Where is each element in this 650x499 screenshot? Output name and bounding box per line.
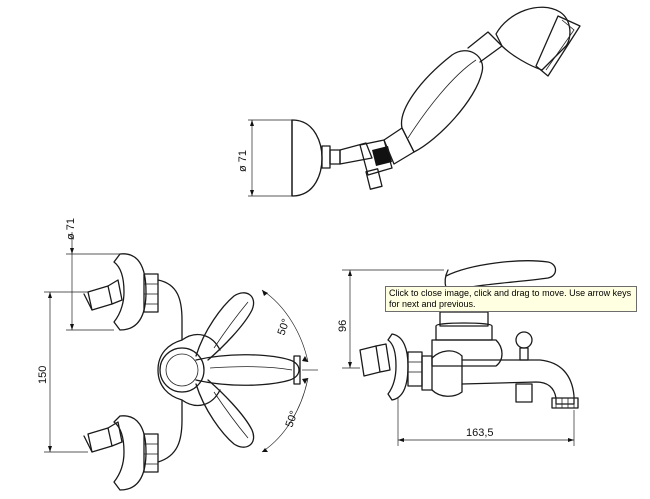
front-view-mixer (83, 253, 301, 491)
dimension-shower-diameter: ø 71 (237, 119, 292, 197)
label-vertical-spacing: 150 (37, 366, 49, 384)
dimension-lever-angles: 50° 50° (261, 289, 318, 453)
label-spout-length: 163,5 (466, 427, 494, 439)
label-angle-top: 50° (276, 317, 293, 337)
image-viewer-tooltip[interactable]: Click to close image, click and drag to … (385, 286, 637, 312)
dimension-vertical-spacing: 150 (37, 291, 88, 453)
tooltip-text: Click to close image, click and drag to … (389, 288, 632, 309)
label-shower-diameter: ø 71 (237, 150, 249, 172)
label-flange-diameter: ø 71 (65, 218, 77, 240)
dimension-side-height: 96 (337, 269, 444, 369)
label-side-height: 96 (337, 320, 349, 332)
hand-shower (291, 6, 581, 197)
label-angle-bottom: 50° (284, 409, 301, 429)
dimension-flange-diameter: ø 71 (65, 218, 120, 331)
dimension-spout-length: 163,5 (397, 398, 575, 446)
side-view-mixer (359, 260, 579, 409)
